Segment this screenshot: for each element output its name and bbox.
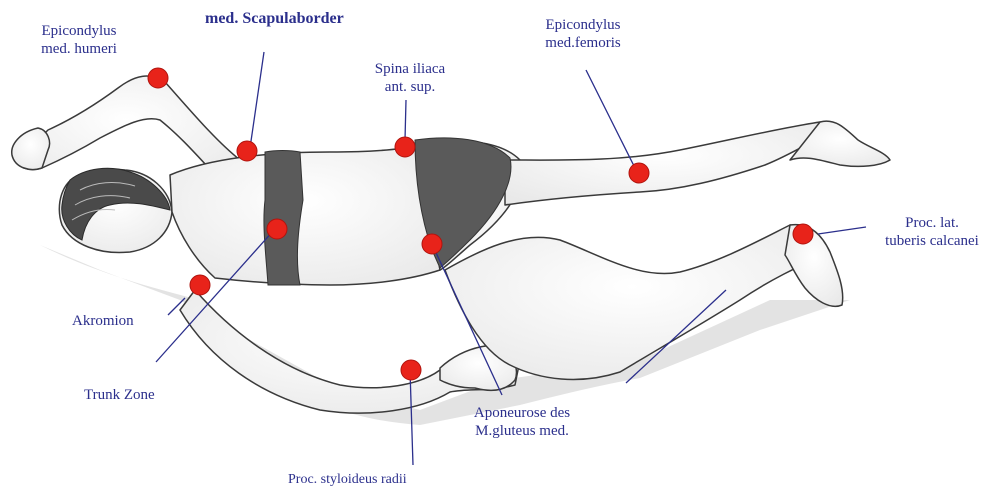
marker-aponeurose	[422, 234, 442, 254]
label-akromion: Akromion	[72, 312, 134, 330]
leader-calcanei	[818, 227, 866, 234]
torso	[170, 145, 440, 285]
leader-scapulaborder	[250, 52, 264, 148]
label-aponeurose: Aponeurose des M.gluteus med.	[458, 404, 586, 440]
label-epicondylus-humeri: Epicondylus med. humeri	[36, 22, 122, 58]
leader-femoris	[586, 70, 636, 170]
upper-leg	[505, 122, 825, 205]
label-scapulaborder: med. Scapulaborder	[205, 10, 344, 28]
lower-leg	[445, 225, 820, 379]
leader-spina-iliaca	[405, 100, 406, 140]
marker-scapulaborder	[237, 141, 257, 161]
top-garment	[264, 151, 303, 286]
marker-styloideus	[401, 360, 421, 380]
marker-epicondylus-humeri	[148, 68, 168, 88]
label-styloideus: Proc. styloideus radii	[288, 471, 407, 489]
marker-calcanei	[793, 224, 813, 244]
label-calcanei: Proc. lat. tuberis calcanei	[872, 214, 992, 250]
marker-trunk	[267, 219, 287, 239]
marker-akromion	[190, 275, 210, 295]
marker-spina-iliaca	[395, 137, 415, 157]
label-epicondylus-femoris: Epicondylus med.femoris	[534, 16, 632, 52]
label-spina-iliaca: Spina iliaca ant. sup.	[362, 60, 458, 96]
label-trunk-zone: Trunk Zone	[84, 386, 155, 404]
raised-hand	[12, 128, 50, 169]
marker-epicondylus-femoris	[629, 163, 649, 183]
